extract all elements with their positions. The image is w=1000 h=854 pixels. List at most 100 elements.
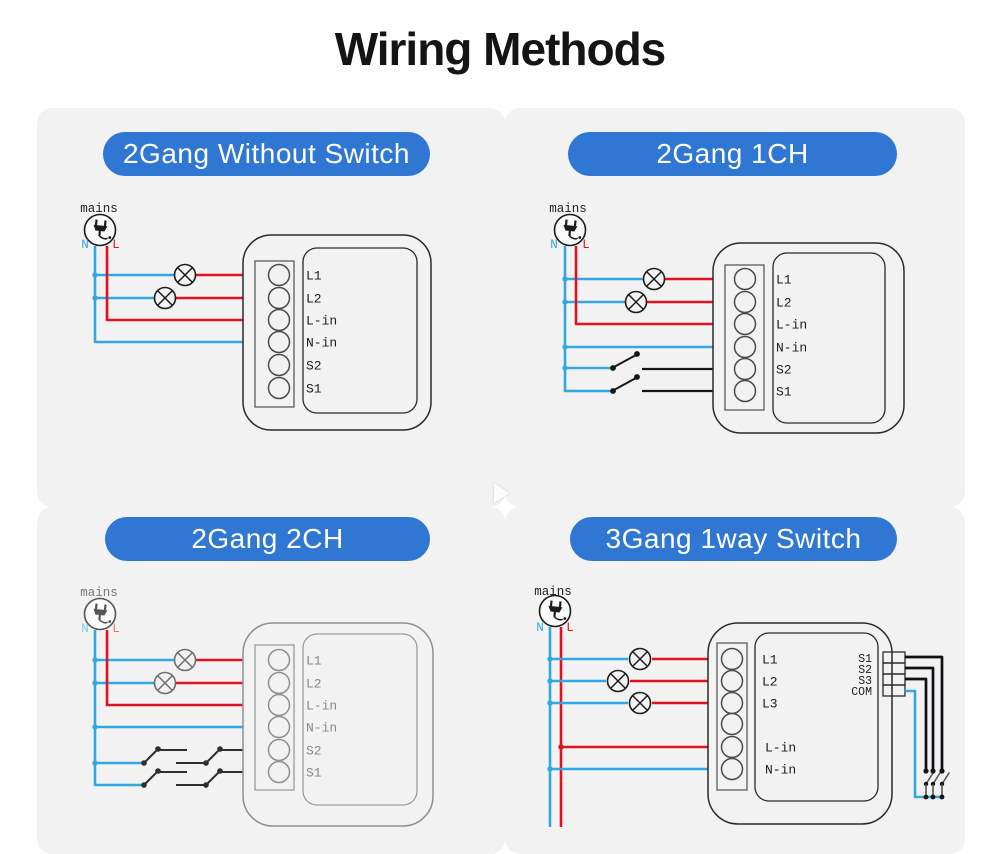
terminal-label: L-in xyxy=(306,314,337,329)
com-wire xyxy=(905,689,942,799)
terminal-label: S2 xyxy=(306,744,322,759)
terminal-circle xyxy=(733,335,757,359)
panel-3gang-1way-switch: 3Gang 1way Switch mains N L xyxy=(505,507,965,854)
terminal-circle xyxy=(267,738,291,762)
panel-title: 3Gang 1way Switch xyxy=(605,523,862,554)
terminal-label: S2 xyxy=(776,363,792,378)
terminal-label: L-in xyxy=(306,699,337,714)
terminal-circle xyxy=(733,357,757,381)
terminal-label: N-in xyxy=(306,336,337,351)
junction-dot xyxy=(92,680,98,686)
terminal-label: L-in xyxy=(776,318,807,333)
terminal-circle xyxy=(267,715,291,739)
mains-plug-icon xyxy=(538,594,572,628)
junction-dot xyxy=(92,760,98,766)
s3-switch-wire xyxy=(905,677,928,770)
lamp-icon xyxy=(624,290,648,314)
terminal-label: N-in xyxy=(765,763,796,778)
terminal-label: L1 xyxy=(306,269,322,284)
panel-2gang-without-switch: 2Gang Without Switch mains N L xyxy=(37,108,505,507)
lamp-icon xyxy=(606,669,630,693)
terminal-circle xyxy=(720,669,744,693)
neutral-label: N xyxy=(81,622,89,636)
junction-dot xyxy=(92,295,98,301)
mains-plug-icon xyxy=(83,597,117,631)
live-label: L xyxy=(112,238,120,252)
terminal-circle xyxy=(733,312,757,336)
junction-dot xyxy=(562,276,568,282)
terminal-circle xyxy=(267,760,291,784)
terminal-label: L2 xyxy=(776,296,792,311)
panel-title-pill: 2Gang Without Switch xyxy=(103,132,430,176)
lamp-icon xyxy=(642,267,666,291)
live-wire xyxy=(574,246,734,326)
wiring-diagram-3gang-1way: mains N L xyxy=(534,585,950,827)
junction-dot xyxy=(547,678,553,684)
wiring-diagram-2gang-without-switch: mains N L xyxy=(80,202,432,431)
terminal-circle xyxy=(267,353,291,377)
junction-dot xyxy=(547,700,553,706)
terminal-circle xyxy=(267,263,291,287)
terminal-circle xyxy=(733,379,757,403)
junction-dot xyxy=(547,766,553,772)
junction-dot xyxy=(92,724,98,730)
switch-terminal-label: S2 xyxy=(858,664,872,677)
mains-plug-icon xyxy=(83,213,117,247)
lamp-icon xyxy=(173,263,197,287)
terminal-circle xyxy=(267,308,291,332)
switch-module-device: L1 L2 L-in N-in S2 S1 xyxy=(242,622,434,827)
terminal-label: L1 xyxy=(306,654,322,669)
terminal-label: S2 xyxy=(306,359,322,374)
junction-dot xyxy=(547,656,553,662)
terminal-circle xyxy=(720,647,744,671)
lamp-icon xyxy=(173,648,197,672)
terminal-circle xyxy=(733,290,757,314)
switch-module-device: L1 L2 L-in N-in S2 S1 xyxy=(242,234,432,431)
switch-terminal-label: S1 xyxy=(858,653,872,666)
panel-title-pill: 2Gang 1CH xyxy=(568,132,897,176)
panel-2gang-1ch: 2Gang 1CH mains N L xyxy=(505,108,965,507)
terminal-label: L2 xyxy=(762,675,778,690)
one-way-switch-symbol xyxy=(939,768,950,800)
neutral-wire xyxy=(93,246,268,344)
two-way-switch-symbol xyxy=(141,768,268,788)
neutral-label: N xyxy=(81,238,89,252)
panel-title: 2Gang Without Switch xyxy=(122,138,411,169)
terminal-label: L1 xyxy=(762,653,778,668)
switch-module-device: L1 L2 L-in N-in S2 S1 xyxy=(712,242,905,434)
mains-plug-icon xyxy=(553,213,587,247)
carousel-next-icon[interactable] xyxy=(494,483,509,503)
lamp-icon xyxy=(153,671,177,695)
terminal-circle xyxy=(267,693,291,717)
live-label: L xyxy=(566,621,574,635)
neutral-label: N xyxy=(536,621,544,635)
live-label: L xyxy=(112,622,120,636)
terminal-label: N-in xyxy=(776,341,807,356)
one-way-switch-symbol xyxy=(930,768,941,800)
mains-label: mains xyxy=(549,202,587,216)
terminal-circle xyxy=(267,286,291,310)
terminal-circle xyxy=(720,757,744,781)
terminal-label: L-in xyxy=(765,741,796,756)
panel-title-pill: 3Gang 1way Switch xyxy=(570,517,897,561)
mains-label: mains xyxy=(534,585,572,599)
terminal-label: N-in xyxy=(306,721,337,736)
lamp-icon xyxy=(628,647,652,671)
terminal-label: S1 xyxy=(306,766,322,781)
junction-dot xyxy=(92,657,98,663)
switch-terminal-label: COM xyxy=(851,686,872,699)
panel-title-pill: 2Gang 2CH xyxy=(105,517,430,561)
terminal-label: L1 xyxy=(776,273,792,288)
junction-dot xyxy=(562,299,568,305)
terminal-label: S1 xyxy=(306,382,322,397)
neutral-wire xyxy=(563,246,613,393)
panel-2gang-2ch: 2Gang 2CH mains N L xyxy=(37,507,505,854)
terminal-circle xyxy=(267,376,291,400)
junction-dot xyxy=(558,744,564,750)
terminal-label: S1 xyxy=(776,385,792,400)
s1-switch-wire xyxy=(905,655,944,770)
live-label: L xyxy=(582,238,590,252)
panel-title: 2Gang 2CH xyxy=(191,523,344,554)
terminal-circle xyxy=(733,267,757,291)
live-wire xyxy=(105,246,268,322)
